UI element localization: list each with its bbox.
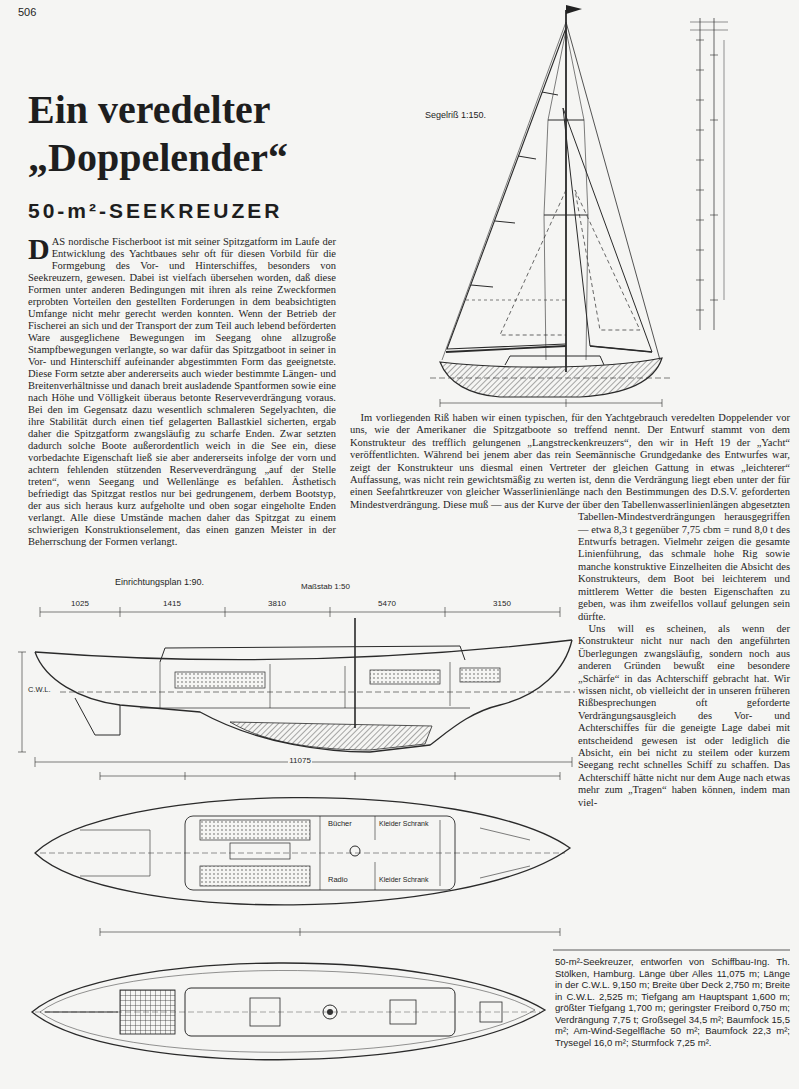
figure-caption: 50-m²-Seekreuzer, entworfen von Schiffba… bbox=[555, 956, 790, 1048]
interior-profile bbox=[18, 652, 26, 752]
scale-label: Maßstab 1:50 bbox=[300, 582, 351, 591]
sail-plan bbox=[696, 40, 704, 310]
interior-profile bbox=[460, 668, 500, 682]
room-label: Kleider Schrank bbox=[378, 820, 429, 828]
sail-plan bbox=[566, 22, 660, 360]
sail-plan bbox=[548, 120, 584, 121]
sail-plan bbox=[566, 399, 567, 407]
accommodation-plan bbox=[100, 776, 560, 777]
interior-profile bbox=[35, 640, 572, 752]
body-text: Uns will es scheinen, als wenn der Konst… bbox=[350, 623, 790, 809]
accommodation-plan bbox=[35, 772, 570, 936]
sail-plan bbox=[566, 5, 582, 14]
caption-rule bbox=[553, 950, 790, 951]
interior-profile bbox=[22, 652, 23, 752]
wrap-spacer bbox=[350, 522, 578, 1089]
room-label: Kleider Schrank bbox=[378, 876, 429, 884]
accommodation-plan bbox=[35, 798, 570, 905]
accommodation-plan bbox=[350, 846, 360, 856]
accommodation-plan bbox=[480, 828, 530, 878]
interior-profile bbox=[160, 662, 450, 708]
deck-plan bbox=[35, 1012, 540, 1013]
sail-plan bbox=[724, 40, 725, 300]
sail-plan bbox=[566, 30, 588, 360]
interior-profile bbox=[75, 698, 120, 735]
interior-profile bbox=[60, 692, 575, 693]
sail-plan bbox=[447, 28, 566, 349]
deck-plan bbox=[390, 1000, 416, 1024]
accommodation-plan bbox=[230, 843, 290, 859]
sail-plan bbox=[710, 55, 718, 300]
headline: Ein veredelter „Doppelender“ bbox=[28, 86, 358, 182]
interior-profile bbox=[35, 640, 572, 660]
interior-profile bbox=[370, 670, 440, 684]
deck-plan bbox=[32, 963, 545, 1060]
sail-plan bbox=[430, 5, 728, 407]
interior-profile bbox=[40, 607, 560, 617]
room-label: Radio bbox=[327, 876, 349, 885]
sail-plan bbox=[505, 356, 604, 365]
accommodation-plan bbox=[200, 866, 310, 886]
sail-plan bbox=[440, 358, 662, 397]
interior-profile bbox=[354, 618, 356, 728]
sail-plan bbox=[590, 346, 652, 352]
sail-plan bbox=[446, 346, 566, 352]
sail-plan bbox=[500, 190, 566, 335]
sail-plan bbox=[430, 378, 672, 379]
sail-plan bbox=[440, 399, 441, 407]
page-number: 506 bbox=[18, 6, 36, 19]
dimension: 3150 bbox=[492, 599, 512, 608]
sail-plan bbox=[542, 92, 558, 95]
deck-plan bbox=[40, 970, 535, 1052]
sail-plan bbox=[495, 221, 515, 223]
waterline-label: C.W.L. bbox=[27, 686, 52, 695]
interior-profile bbox=[175, 672, 265, 688]
sail-plan bbox=[442, 22, 566, 360]
accommodation-plan bbox=[200, 820, 310, 840]
interior-profile bbox=[230, 722, 432, 750]
interior-profile bbox=[140, 708, 470, 709]
dimension: 1415 bbox=[162, 599, 182, 608]
scale-label: Einrichtungsplan 1:90. bbox=[115, 577, 204, 587]
sail-plan bbox=[563, 108, 652, 352]
dimension: 3810 bbox=[267, 599, 287, 608]
interior-profile bbox=[160, 646, 465, 662]
accommodation-plan bbox=[40, 853, 565, 854]
sail-plan bbox=[700, 18, 701, 330]
interior-profile bbox=[18, 607, 575, 767]
sail-plan bbox=[714, 18, 715, 330]
dimension: 11075 bbox=[288, 756, 312, 765]
room-label: Bücher bbox=[327, 820, 353, 829]
subtitle: 50-m²-SEEKREUZER bbox=[28, 198, 283, 224]
sail-plan bbox=[575, 190, 640, 330]
accommodation-plan bbox=[100, 928, 560, 936]
body-text: DAS nordische Fischerboot ist mit seiner… bbox=[28, 236, 336, 548]
interior-profile bbox=[35, 757, 572, 767]
sail-plan bbox=[518, 156, 536, 159]
accommodation-plan bbox=[80, 830, 150, 876]
interior-profile bbox=[40, 612, 560, 613]
sail-plan bbox=[440, 403, 662, 404]
accommodation-plan bbox=[100, 932, 560, 933]
sail-plan bbox=[544, 215, 588, 216]
dimension: 1025 bbox=[70, 599, 90, 608]
body-text: Im vorliegenden Riß haben wir einen typi… bbox=[350, 412, 790, 623]
deck-plan bbox=[32, 963, 545, 1060]
accommodation-plan bbox=[100, 772, 560, 780]
scale-label: Segelriß 1:150. bbox=[424, 110, 487, 120]
dimension: 5470 bbox=[377, 599, 397, 608]
sail-plan bbox=[690, 22, 728, 30]
sail-plan bbox=[662, 399, 663, 407]
sail-plan bbox=[471, 285, 493, 287]
